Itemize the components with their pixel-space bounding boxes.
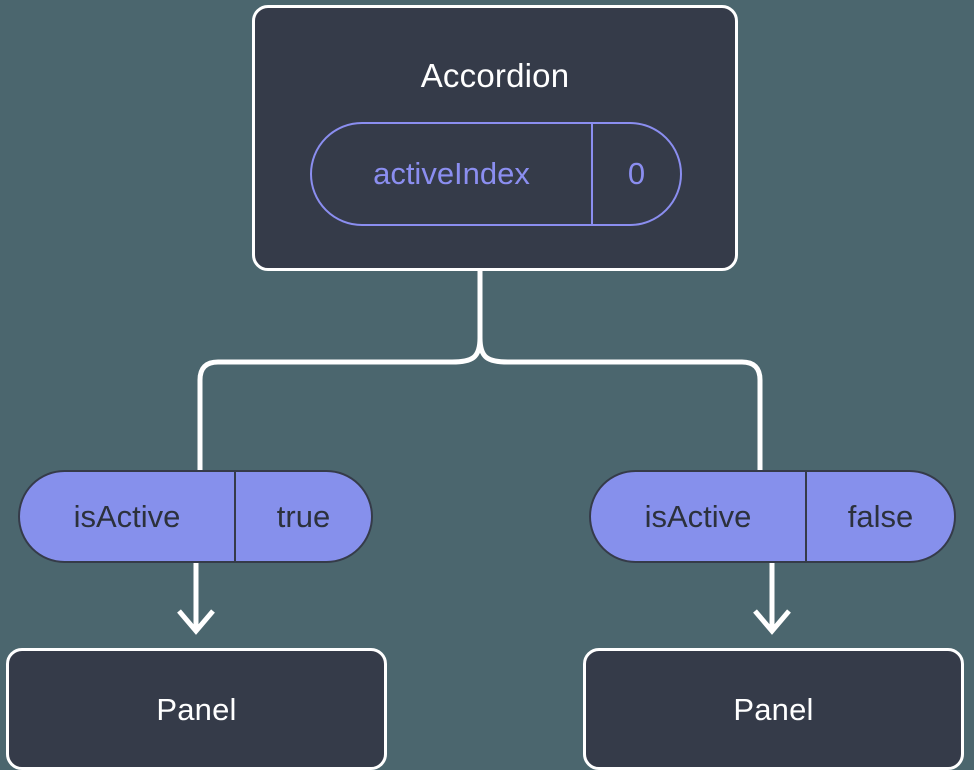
node-panel-left[interactable]: Panel xyxy=(6,648,387,770)
arrowhead-left-icon xyxy=(177,609,215,635)
badge-divider xyxy=(234,472,236,561)
connector-fork-left xyxy=(197,337,483,470)
badge-is-active-true[interactable]: isActive true xyxy=(18,470,373,563)
prop-pill-divider xyxy=(591,124,593,224)
prop-pill-active-index-key: activeIndex xyxy=(373,156,530,191)
badge-is-active-false-key: isActive xyxy=(644,498,752,534)
node-panel-right-title: Panel xyxy=(733,692,814,727)
badge-divider xyxy=(805,472,807,561)
badge-is-active-true-key: isActive xyxy=(73,498,181,534)
badge-is-active-true-value: true xyxy=(276,498,331,534)
node-panel-left-title: Panel xyxy=(156,692,237,727)
prop-pill-active-index[interactable]: activeIndex 0 xyxy=(310,122,682,226)
node-accordion[interactable]: Accordion activeIndex 0 xyxy=(252,5,738,271)
node-accordion-title: Accordion xyxy=(420,57,570,94)
connector-fork-right xyxy=(477,337,763,470)
arrowhead-right-icon xyxy=(753,609,791,635)
badge-is-active-false-value: false xyxy=(847,498,914,534)
node-panel-right[interactable]: Panel xyxy=(583,648,964,770)
prop-pill-active-index-value: 0 xyxy=(627,156,646,191)
badge-is-active-false[interactable]: isActive false xyxy=(589,470,956,563)
